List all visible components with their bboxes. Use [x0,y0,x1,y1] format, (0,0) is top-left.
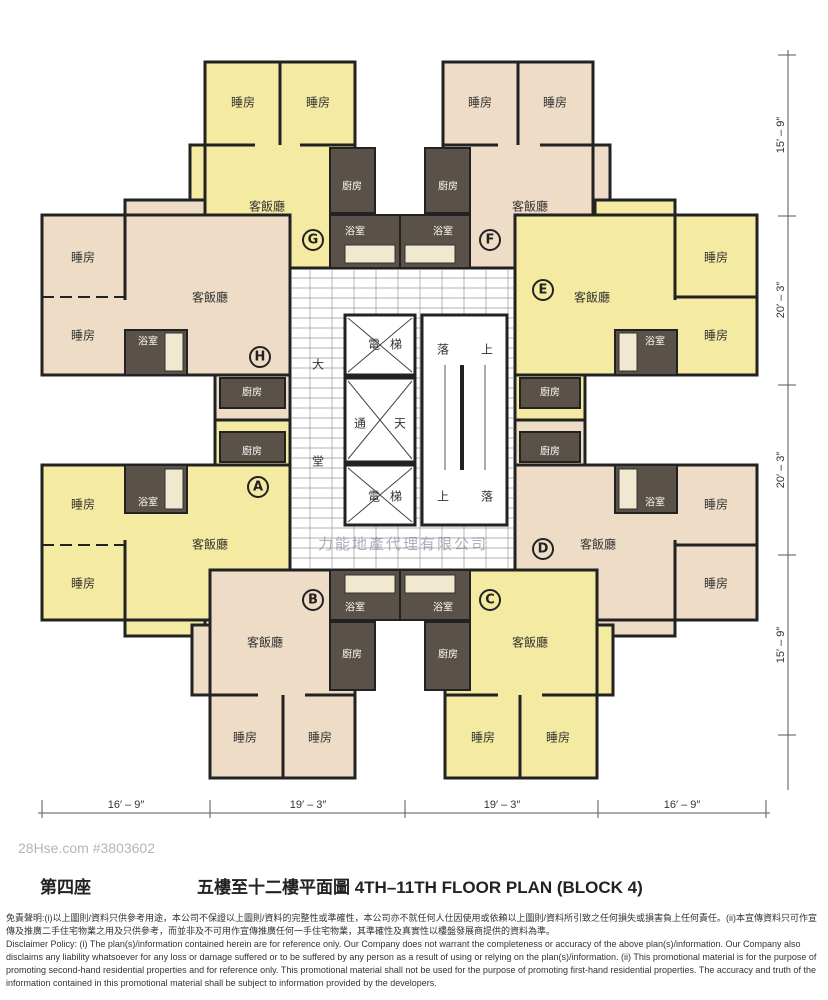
dimension-label: 16′ – 9″ [664,799,701,811]
unit-letter-h: H [255,350,266,365]
dimension-label: 15′ – 9″ [775,117,787,154]
dimension-label: 20′ – 3″ [775,282,787,319]
bedroom-label: 睡房 [308,730,332,745]
disclaimer-chinese: 免責聲明:(i)以上圖則/資料只供參考用途，本公司不保證以上圖則/資料的完整性或… [6,913,817,936]
unit-c [399,568,615,780]
lobby-label: 堂 [312,455,324,469]
stair-up-label: 上 [437,490,449,504]
block-title: 第四座 [40,878,91,897]
kitchen-label: 廚房 [342,648,362,661]
bedroom-label: 睡房 [704,328,728,343]
lightwell-label: 通 [354,417,366,431]
bathroom-label: 浴室 [138,496,158,509]
kitchen-label: 廚房 [438,180,458,193]
stair-down-label: 落 [481,490,493,504]
bathroom-label: 浴室 [433,601,453,614]
dimension-label: 19′ – 3″ [484,799,521,811]
unit-letter-g: G [308,233,319,248]
disclaimer: 免責聲明:(i)以上圖則/資料只供參考用途，本公司不保證以上圖則/資料的完整性或… [6,912,824,990]
stair-up-label: 上 [481,343,493,357]
kitchen-label: 廚房 [540,445,560,458]
bathroom-label: 浴室 [645,496,665,509]
bedroom-label: 睡房 [306,95,330,110]
lift-label: 梯 [390,490,402,504]
unit-d [513,463,759,638]
unit-letter-b: B [308,593,318,608]
bathroom-label: 浴室 [345,601,365,614]
lobby-label: 大 [312,358,324,372]
living-dining-label: 客飯廳 [247,635,283,650]
bedroom-label: 睡房 [468,95,492,110]
lift-label: 電 [368,338,380,352]
middle-kitchens: 廚房 廚房 廚房 廚房 [213,373,587,467]
unit-letter-f: F [486,233,495,248]
lift-label: 電 [368,490,380,504]
unit-markers: A B C D E F G H [247,229,554,611]
living-dining-label: 客飯廳 [192,290,228,305]
unit-letter-c: C [485,593,495,608]
dimension-label: 16′ – 9″ [108,799,145,811]
room-labels: 睡房 睡房 客飯廳 廚房 浴室 睡房 睡房 客飯廳 廚房 浴室 睡房 睡房 客飯… [71,95,728,745]
disclaimer-english: Disclaimer Policy: (i) The plan(s)/infor… [6,939,817,988]
living-dining-label: 客飯廳 [512,635,548,650]
bedroom-label: 睡房 [71,250,95,265]
unit-letter-a: A [253,480,263,495]
kitchen-label: 廚房 [242,386,262,399]
bedroom-label: 睡房 [704,497,728,512]
living-dining-label: 客飯廳 [192,537,228,552]
bathroom-label: 浴室 [345,225,365,238]
bedroom-label: 睡房 [704,576,728,591]
floor-plan: 電 梯 通 天 電 梯 大 堂 落 上 上 落 [38,50,796,818]
bedroom-label: 睡房 [71,576,95,591]
kitchen-label: 廚房 [438,648,458,661]
kitchen-label: 廚房 [540,386,560,399]
bedroom-label: 睡房 [704,250,728,265]
kitchen-label: 廚房 [242,445,262,458]
dimension-label: 15′ – 9″ [775,627,787,664]
unit-letter-d: D [538,542,549,557]
unit-e [513,198,759,377]
kitchen-label: 廚房 [342,180,362,193]
dimension-label: 19′ – 3″ [290,799,327,811]
unit-letter-e: E [539,283,548,298]
bedroom-label: 睡房 [543,95,567,110]
agency-watermark: 力能地產代理有限公司 [318,535,489,553]
living-dining-label: 客飯廳 [580,537,616,552]
bedroom-label: 睡房 [546,730,570,745]
site-watermark: 28Hse.com #3803602 [18,840,155,856]
unit-b [190,568,401,780]
dimension-lines: 16′ – 9″ 19′ – 3″ 19′ – 3″ 16′ – 9″ 15′ … [38,50,796,818]
bedroom-label: 睡房 [231,95,255,110]
lightwell-label: 天 [394,417,406,431]
dimension-label: 20′ – 3″ [775,452,787,489]
stair-down-label: 落 [437,343,449,357]
living-dining-label: 客飯廳 [574,290,610,305]
bedroom-label: 睡房 [71,497,95,512]
bedroom-label: 睡房 [71,328,95,343]
lift-label: 梯 [390,338,402,352]
living-dining-label: 客飯廳 [512,199,548,214]
living-dining-label: 客飯廳 [249,199,285,214]
unit-h [40,198,292,377]
bathroom-label: 浴室 [645,335,665,348]
floor-plan-title: 五樓至十二樓平面圖 4TH–11TH FLOOR PLAN (BLOCK 4) [197,878,643,897]
core: 電 梯 通 天 電 梯 大 堂 落 上 上 落 [288,266,517,572]
bedroom-label: 睡房 [233,730,257,745]
bathroom-label: 浴室 [433,225,453,238]
bedroom-label: 睡房 [471,730,495,745]
bathroom-label: 浴室 [138,335,158,348]
staircase [420,313,509,527]
